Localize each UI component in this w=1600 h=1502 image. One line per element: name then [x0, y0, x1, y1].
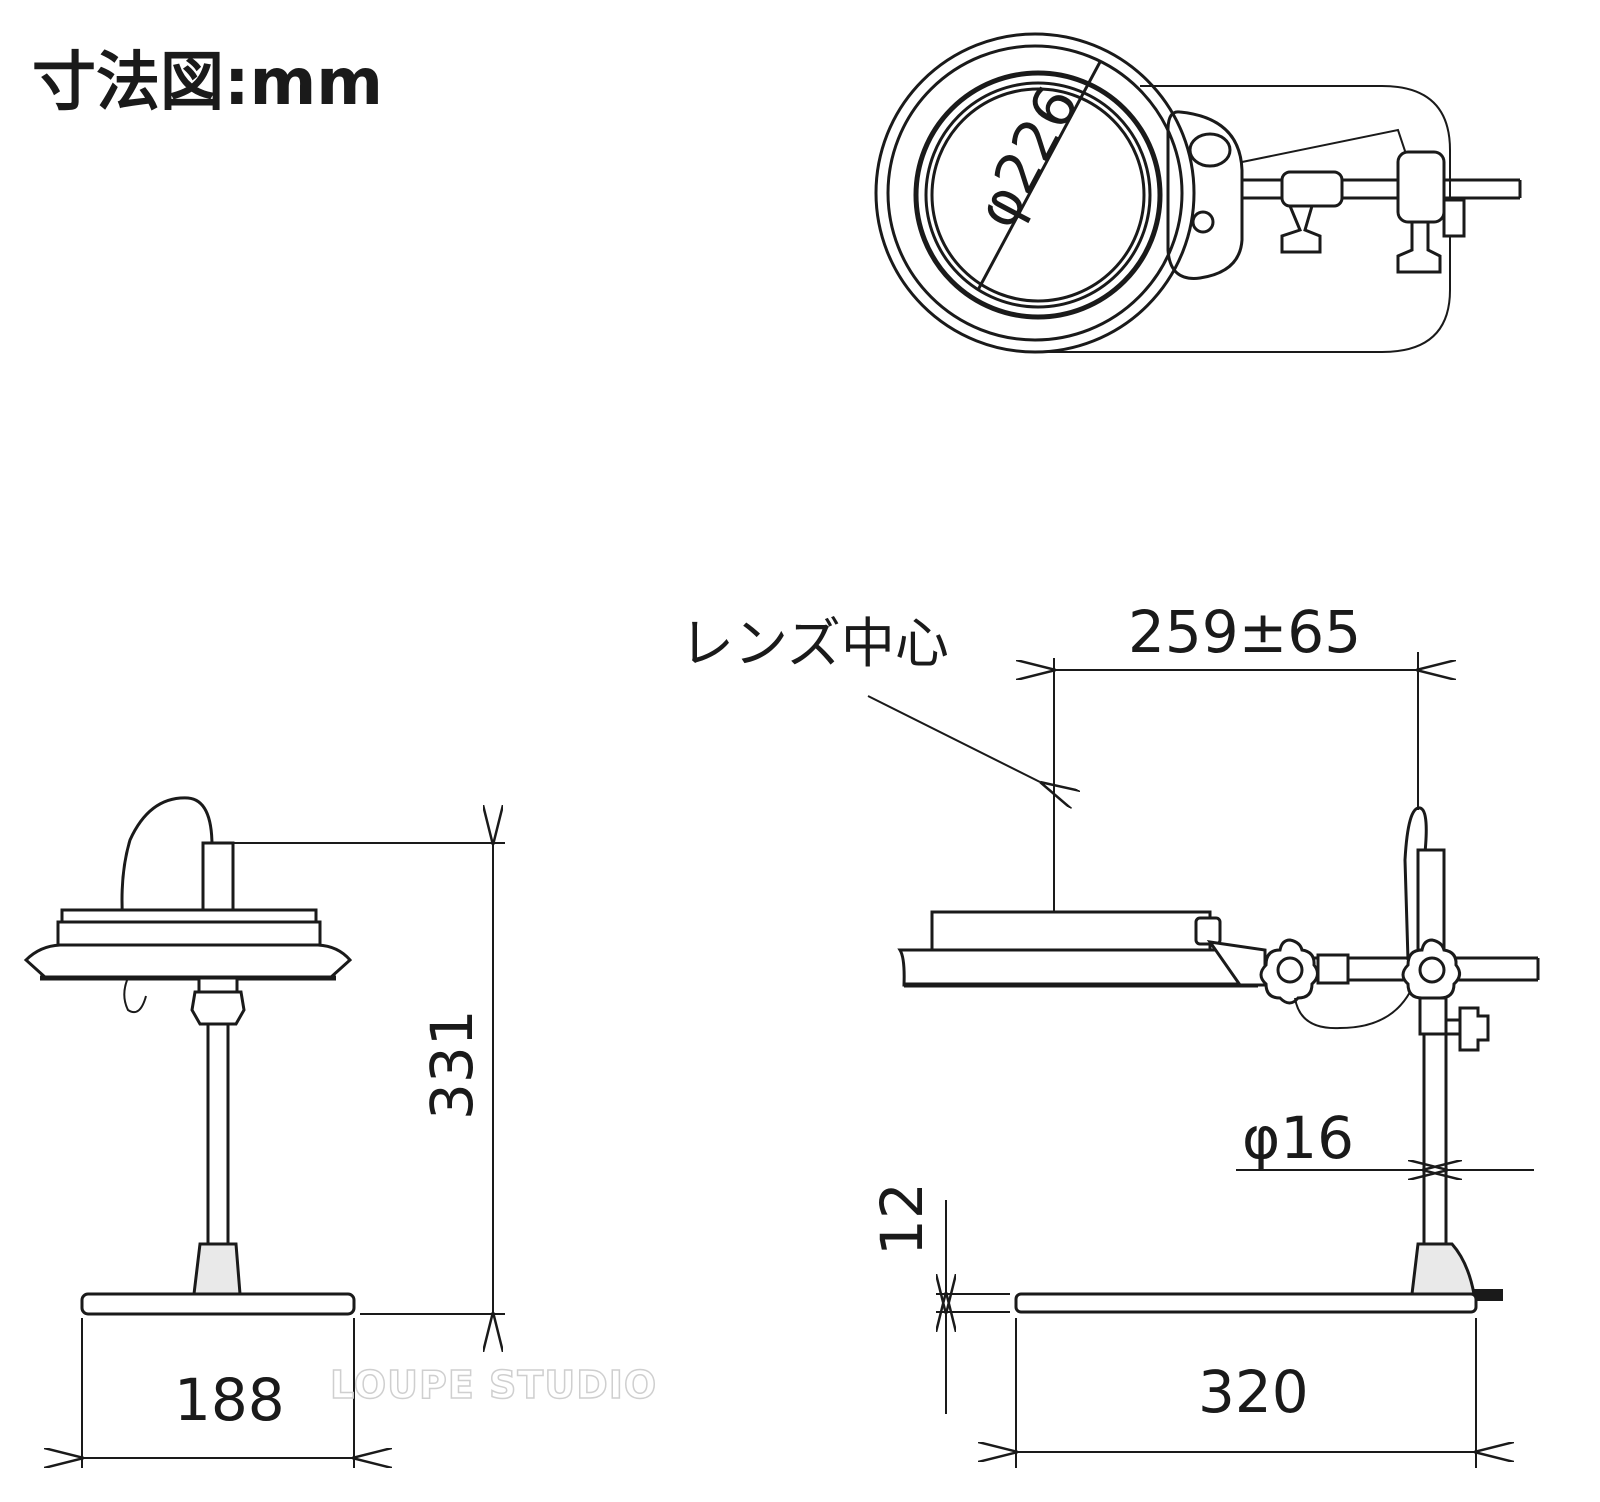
- side-switch: [1194, 916, 1222, 946]
- side-view: レンズ中心 259±65: [680, 598, 1540, 1468]
- side-base-plate: [1014, 1292, 1478, 1314]
- watermark: LOUPE STUDIO: [330, 1363, 657, 1407]
- top-joint-2: [1396, 150, 1446, 224]
- front-head-top: [60, 908, 318, 924]
- front-base-plate: [80, 1292, 356, 1316]
- side-cable-lower: [1294, 991, 1411, 1030]
- top-knob-2: [1396, 220, 1442, 274]
- front-head-step: [56, 920, 322, 947]
- top-lens-rim: [924, 81, 1152, 309]
- top-view: φ226: [874, 32, 1522, 354]
- side-pole: [1422, 1032, 1448, 1246]
- side-arm-collar: [1316, 953, 1350, 985]
- side-head-top: [930, 910, 1212, 952]
- side-knob-1: [1259, 938, 1319, 1005]
- dim-height: 331: [418, 1009, 486, 1120]
- side-knob-2: [1401, 938, 1461, 1005]
- label-lens-center: レンズ中心: [680, 612, 949, 675]
- top-outer-ring: [874, 32, 1196, 354]
- top-switch-pod: [1166, 110, 1244, 280]
- dim-base-thickness: 12: [868, 1182, 936, 1256]
- side-cable-sleeve: [1416, 848, 1446, 952]
- side-pole-foot: [1410, 1242, 1476, 1296]
- side-clamp-knob: [1458, 1006, 1490, 1052]
- front-cable-sleeve: [201, 841, 235, 913]
- top-lens-bezel: [913, 70, 1163, 320]
- front-view: 331 188: [23, 796, 505, 1468]
- top-dial-icon: [1191, 210, 1215, 234]
- front-joint: [190, 990, 246, 1026]
- top-joint-1: [1280, 170, 1344, 208]
- top-switch-button: [1188, 132, 1232, 168]
- side-cable-upper: [1403, 806, 1428, 961]
- side-head-flange: [897, 948, 1262, 987]
- dim-pole-diameter: φ16: [1242, 1104, 1354, 1172]
- top-clamp-screw: [1442, 198, 1466, 238]
- top-knob-1: [1280, 204, 1322, 254]
- front-pole-foot: [192, 1242, 242, 1296]
- dim-base-width: 188: [174, 1366, 285, 1434]
- front-pole: [206, 1022, 230, 1246]
- side-power-cord: [1473, 1289, 1503, 1301]
- dim-base-length: 320: [1198, 1358, 1309, 1426]
- dim-arm-reach: 259±65: [1128, 598, 1361, 666]
- top-outer-ring-inner: [886, 44, 1184, 342]
- front-cable: [120, 796, 214, 936]
- front-head-flange: [23, 943, 353, 980]
- drawing-title: 寸法図:mm: [32, 46, 383, 120]
- top-outline-envelope: [1040, 85, 1451, 353]
- top-lens: [930, 87, 1146, 303]
- lens-center-leader: [867, 695, 1040, 782]
- top-lens-diameter-line: [976, 61, 1102, 291]
- top-cable: [1241, 128, 1409, 163]
